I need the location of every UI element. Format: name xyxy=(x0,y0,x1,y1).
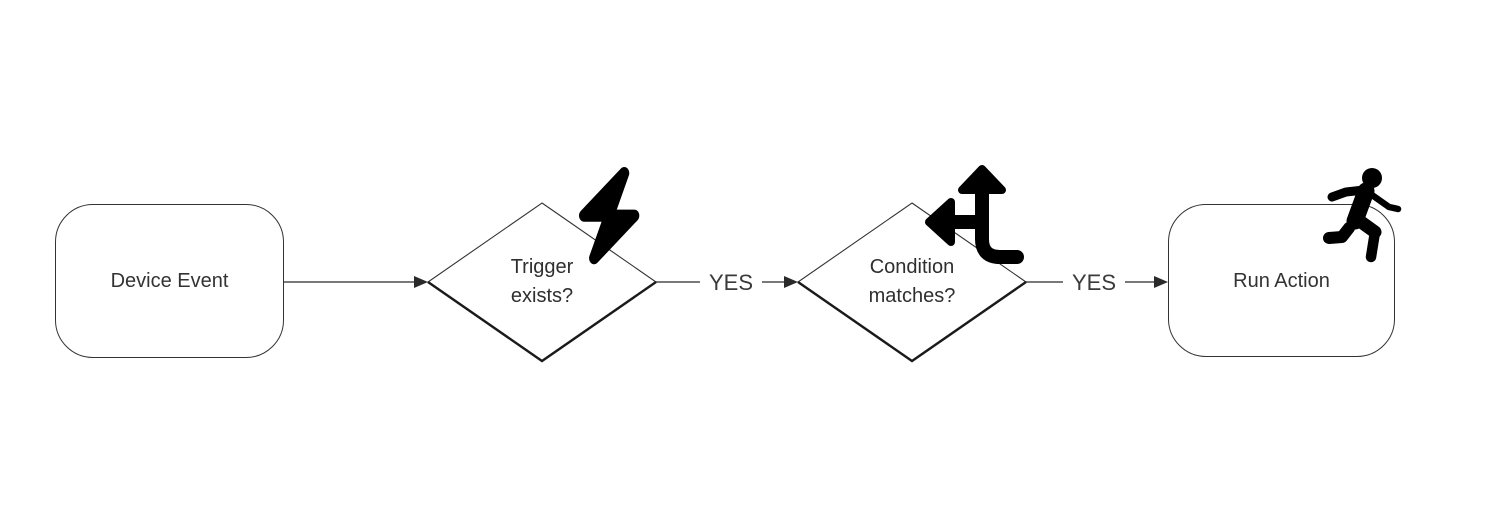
edge-label-yes-1: YES xyxy=(699,270,763,296)
runner-front-arm xyxy=(1327,185,1369,202)
node-trigger-exists-label: Trigger exists? xyxy=(510,256,574,307)
edge-device-event-to-trigger xyxy=(284,276,428,288)
node-device-event: Device Event xyxy=(55,204,284,358)
arrowhead-icon xyxy=(414,276,428,288)
split-arrows-icon xyxy=(925,165,1024,264)
arrowhead-icon xyxy=(784,276,798,288)
split-arrows-up-head xyxy=(958,165,1006,194)
runner-back-arm xyxy=(1368,191,1402,213)
runner-head xyxy=(1362,168,1382,188)
node-device-event-label: Device Event xyxy=(110,270,229,292)
node-run-action: Run Action xyxy=(1168,204,1395,357)
arrowhead-icon xyxy=(1154,276,1168,288)
node-condition-matches-label: Condition matches? xyxy=(868,256,956,307)
node-run-action-label: Run Action xyxy=(1233,269,1330,292)
split-arrows-stem xyxy=(975,182,1024,264)
split-arrows-left-head xyxy=(925,198,955,246)
edge-label-yes-2: YES xyxy=(1062,270,1126,296)
